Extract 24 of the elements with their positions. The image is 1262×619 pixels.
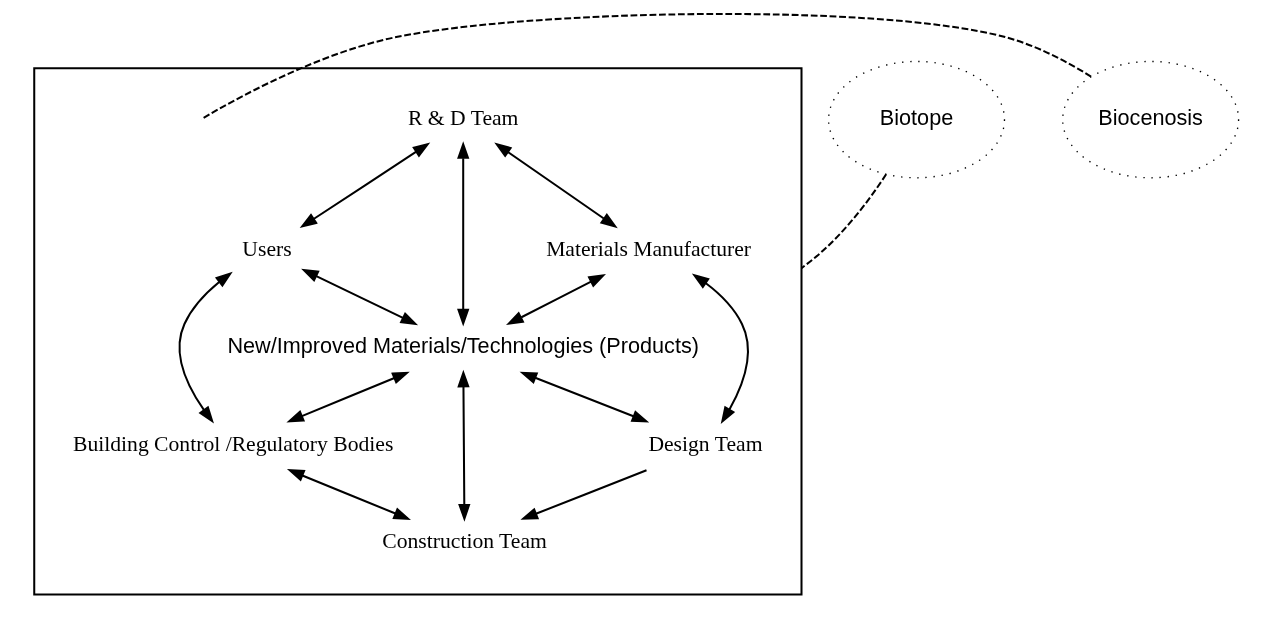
arrow — [299, 142, 431, 229]
arrow — [301, 268, 419, 326]
arrow — [457, 369, 471, 522]
arrow — [506, 274, 606, 326]
node-text: Design Team — [648, 431, 763, 456]
arrow — [520, 469, 647, 520]
arrow — [286, 371, 410, 423]
arrow — [691, 273, 749, 424]
connector — [200, 13, 1092, 121]
node-text: Construction Team — [382, 529, 547, 554]
node-ellipse: Biotope — [827, 60, 1006, 179]
arrow — [178, 271, 233, 424]
connector — [800, 173, 887, 269]
node-text: Building Control /Regulatory Bodies — [72, 431, 394, 456]
arrow — [494, 142, 618, 229]
arrow — [519, 371, 650, 423]
arrow — [286, 469, 411, 520]
node-text: Materials Manufacturer — [546, 237, 752, 262]
node-text: Users — [242, 237, 292, 262]
arrow — [457, 141, 470, 327]
node-text: New/Improved Materials/Technologies (Products) — [227, 333, 699, 359]
cluster — [33, 67, 803, 596]
node-ellipse: Biocenosis — [1062, 60, 1240, 179]
node-text: R & D Team — [407, 105, 519, 130]
